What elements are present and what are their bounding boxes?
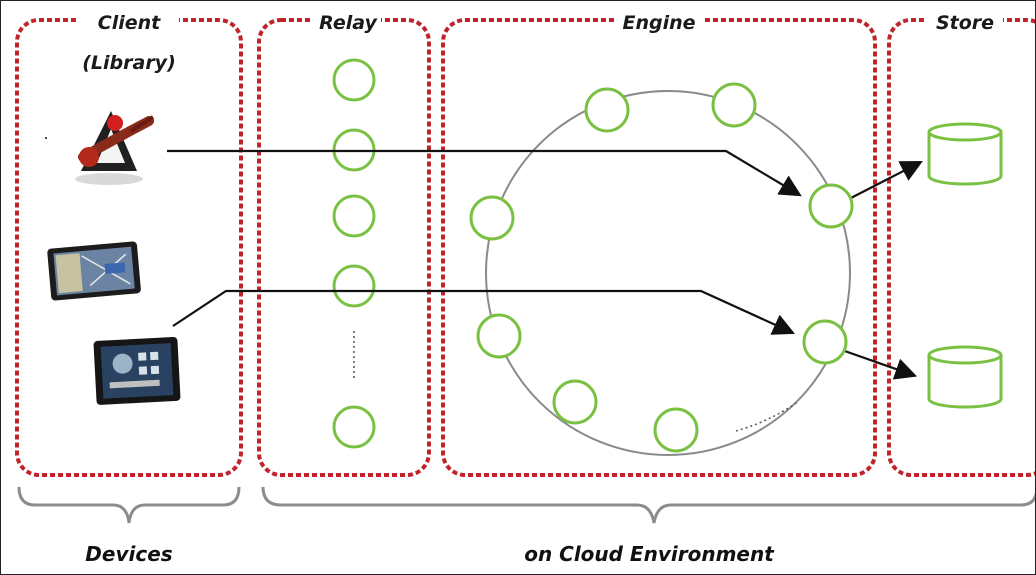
devices-label: Devices: [85, 542, 172, 566]
cloud-brace: [261, 486, 1035, 524]
engine-node: [653, 407, 699, 453]
devices-brace: [17, 486, 241, 524]
engine-nodes: [469, 82, 854, 453]
tablet-map-icon: [47, 241, 141, 301]
relay-nodes: [332, 58, 376, 449]
engine-node: [469, 195, 515, 241]
hash-ring: [485, 90, 851, 456]
engine-ring: [485, 90, 851, 456]
section-boxes: [15, 18, 1035, 477]
engine-node: [584, 87, 630, 133]
relay-node: [332, 264, 376, 308]
cloud-environment-label: on Cloud Environment: [524, 542, 775, 566]
engine-section-box: [441, 18, 877, 477]
relay-node: [332, 58, 376, 102]
client-section-title: Client: [98, 12, 161, 34]
small-dot-marker: [45, 137, 47, 139]
engine-node: [552, 379, 598, 425]
engine-node: [808, 183, 854, 229]
ring-ellipsis-dots: [735, 400, 800, 432]
relay-section-box: [257, 18, 431, 477]
database-icon: [927, 122, 1003, 186]
tablet-home-icon: [93, 336, 181, 405]
flow-arrow-engine-to-store-bottom: [838, 347, 918, 380]
flow-arrow-device-to-engine: [172, 289, 796, 335]
java-duke-guitar-icon: [75, 111, 155, 185]
bottom-braces: [17, 486, 1035, 524]
relay-node: [332, 405, 376, 449]
engine-node: [802, 319, 848, 365]
engine-node: [711, 82, 757, 128]
relay-node: [332, 194, 376, 238]
flow-arrow-engine-to-store-top: [848, 160, 923, 200]
relay-section-title: Relay: [319, 12, 378, 34]
database-icon: [927, 345, 1003, 409]
flow-arrows: [167, 149, 923, 380]
store-section-title: Store: [936, 12, 994, 34]
engine-node: [476, 313, 522, 359]
client-section-subtitle: (Library): [82, 52, 176, 74]
flow-arrow-client-to-engine: [167, 149, 802, 197]
engine-section-title: Engine: [622, 12, 695, 34]
